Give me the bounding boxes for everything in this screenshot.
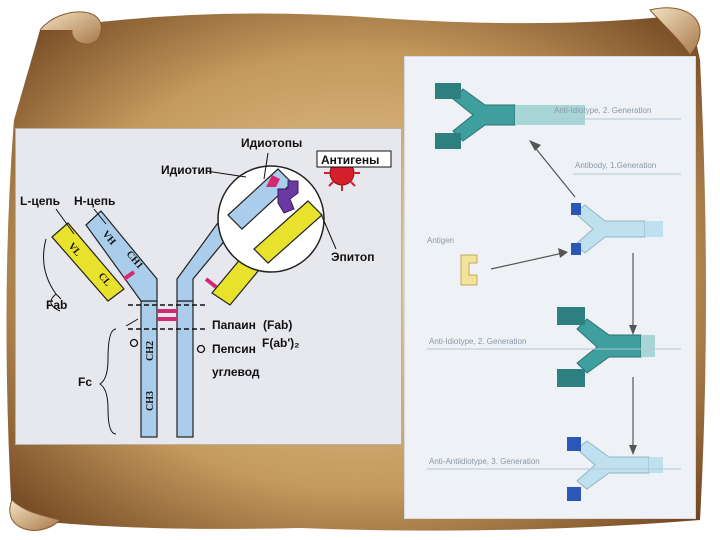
carbohydrate-right — [196, 344, 206, 354]
label-antigens: Антигены — [321, 153, 379, 167]
label-epitope: Эпитоп — [331, 250, 374, 264]
label-antigen: Antigen — [427, 236, 454, 245]
label-papain-product: (Fab) — [263, 318, 292, 332]
anti-idiotype-middle — [557, 307, 655, 387]
idiotype-pointer — [205, 170, 247, 178]
antibody-first-generation — [571, 203, 663, 255]
carbohydrate-left — [129, 338, 139, 348]
epitope-pointer — [320, 213, 337, 250]
hinge-disulfide — [157, 309, 177, 313]
l-chain-pointer — [55, 208, 75, 235]
antibody-structure-diagram: Идиотопы Антигены Идиотип L-цепь H-цепь … — [15, 128, 402, 445]
label-pepsin: Пепсин — [212, 342, 256, 356]
anti-idiotype-top — [435, 83, 585, 149]
label-antibody: Antibody, 1.Generation — [575, 161, 656, 170]
label-anti-idiotype-mid: Anti-Idiotype, 2. Generation — [429, 337, 526, 346]
zoom-light-chain — [253, 200, 323, 264]
label-fc: Fc — [78, 375, 92, 389]
arrow-to-anti-idiotype — [532, 144, 576, 198]
epitope-mark — [266, 175, 280, 187]
label-carbohydrate: углевод — [212, 365, 260, 379]
interchain-bond-left — [122, 270, 136, 281]
antigens-label-box — [316, 150, 392, 168]
label-ch2: CH2 — [145, 341, 156, 361]
idiotopes-pointer — [263, 152, 269, 180]
heavy-chain-right-stem — [176, 300, 194, 438]
idiotype-network-diagram: Anti-Idiotype, 2. Generation Antibody, 1… — [404, 56, 696, 519]
interchain-bond-right — [204, 277, 218, 289]
label-l-chain: L-цепь — [20, 194, 60, 208]
label-anti-idiotype-top: Anti-Idiotype, 2. Generation — [554, 106, 651, 115]
label-idiotype: Идиотип — [161, 163, 212, 177]
fab-brace — [43, 238, 62, 312]
label-h-chain: H-цепь — [74, 194, 115, 208]
heavy-chain-left-stem — [140, 300, 158, 438]
idiotope-shape — [277, 180, 299, 214]
label-ch3: CH3 — [145, 391, 156, 411]
label-anti-anti-idiotype: Anti-Antiidiotype, 3. Generation — [429, 457, 540, 466]
heavy-chain-left-arm — [85, 210, 158, 302]
antigen-shape — [460, 254, 478, 286]
light-chain-left — [51, 222, 125, 302]
arrow-antigen-to-antibody — [490, 252, 564, 270]
fc-brace — [99, 328, 117, 435]
label-papain: Папаин — [212, 318, 256, 332]
h-chain-pointer — [93, 208, 107, 225]
label-fab: Fab — [46, 298, 67, 312]
hinge-disulfide-2 — [157, 317, 177, 321]
label-idiotopes: Идиотопы — [241, 136, 302, 150]
label-fab2: F(ab')₂ — [262, 336, 300, 350]
